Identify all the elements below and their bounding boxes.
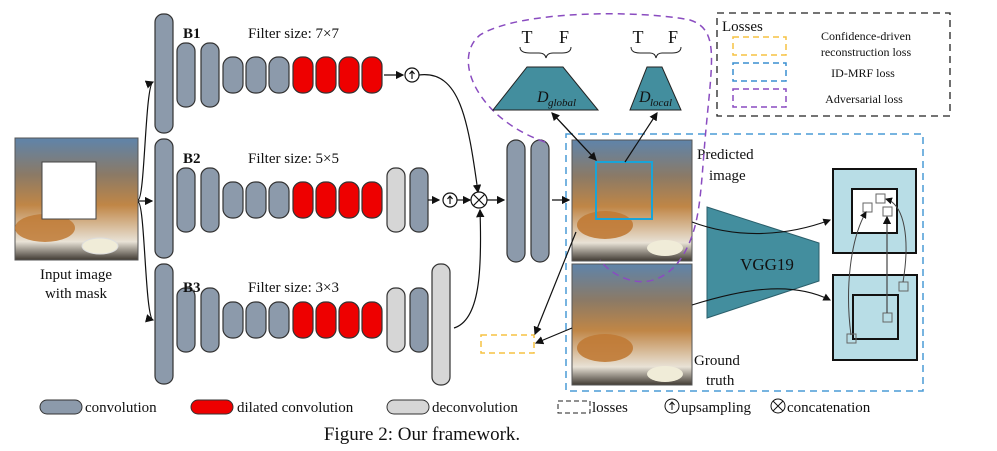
losses-title: Losses bbox=[722, 19, 763, 35]
output-conv-layer bbox=[530, 139, 550, 263]
entry-conv-layer bbox=[154, 13, 174, 134]
legend-dilated-label: dilated convolution bbox=[237, 400, 354, 416]
conv-layer bbox=[222, 181, 244, 219]
upsample-icon bbox=[404, 67, 420, 83]
conv-layer bbox=[176, 42, 196, 108]
predicted-label-1: Predicted bbox=[697, 147, 754, 163]
dilated-conv-layer bbox=[338, 301, 360, 339]
brace-global bbox=[519, 46, 572, 59]
conv-layer bbox=[245, 301, 267, 339]
adversarial-loss-region bbox=[467, 13, 713, 283]
conv-layer bbox=[176, 287, 196, 353]
input-label-2: with mask bbox=[45, 286, 108, 302]
local-discriminator bbox=[629, 66, 682, 111]
ground-truth-image bbox=[571, 263, 693, 386]
deconv-layer bbox=[386, 167, 406, 233]
d-global-false: F bbox=[559, 27, 569, 47]
conv-layer bbox=[200, 167, 220, 233]
arrow-input-b1 bbox=[137, 80, 155, 201]
d-global-symbol: D bbox=[536, 89, 549, 106]
dilated-conv-layer bbox=[361, 181, 383, 219]
legend-mrf-label: ID-MRF loss bbox=[831, 66, 895, 80]
d-local-false: F bbox=[668, 27, 678, 47]
conv-layer bbox=[409, 287, 429, 353]
conv-layer bbox=[245, 181, 267, 219]
vgg19-label: VGG19 bbox=[740, 255, 794, 274]
entry-conv-layer bbox=[154, 263, 174, 385]
filter-label-b3: Filter size: 3×3 bbox=[248, 280, 339, 296]
branch-label-b2: B2 bbox=[183, 151, 201, 167]
conv-layer bbox=[222, 301, 244, 339]
conv-layer bbox=[268, 181, 290, 219]
figure-caption: Figure 2: Our framework. bbox=[324, 424, 520, 445]
feature-map-predicted bbox=[832, 168, 917, 254]
concatenation-icon bbox=[470, 191, 488, 209]
conv-layer bbox=[200, 287, 220, 353]
dilated-conv-layer bbox=[361, 301, 383, 339]
d-local-subscript: local bbox=[650, 97, 672, 109]
mask-region bbox=[41, 161, 97, 220]
filter-label-b1: Filter size: 7×7 bbox=[248, 26, 339, 42]
bottom-legend: convolution dilated convolution deconvol… bbox=[39, 398, 871, 416]
branch-label-b3: B3 bbox=[183, 280, 201, 296]
output-conv-layer bbox=[506, 139, 526, 263]
predicted-label-2: image bbox=[709, 168, 746, 184]
upsample-icon bbox=[442, 192, 458, 208]
conv-layer bbox=[222, 56, 244, 94]
input-label-1: Input image bbox=[40, 267, 112, 283]
legend-recon-label-2: reconstruction loss bbox=[821, 45, 912, 59]
dilated-conv-layer bbox=[315, 181, 337, 219]
legend-recon-swatch bbox=[732, 36, 787, 56]
deconv-layer bbox=[386, 287, 406, 353]
filter-label-b2: Filter size: 5×5 bbox=[248, 151, 339, 167]
dilated-conv-layer bbox=[338, 181, 360, 219]
dilated-conv-layer bbox=[315, 301, 337, 339]
legend-conv-label: convolution bbox=[85, 400, 157, 416]
dilated-conv-layer bbox=[338, 56, 360, 94]
arrow-input-b3 bbox=[137, 201, 155, 323]
feature-map-ground-truth bbox=[832, 274, 918, 361]
id-mrf-loss-region bbox=[565, 133, 924, 392]
legend-concat-label: concatenation bbox=[787, 400, 871, 416]
input-image bbox=[14, 137, 139, 261]
legend-adv-label: Adversarial loss bbox=[825, 92, 903, 106]
legend-upsampling-label: upsampling bbox=[681, 400, 751, 416]
conv-layer bbox=[176, 167, 196, 233]
legend-losses-label: losses bbox=[592, 400, 628, 416]
conv-layer bbox=[268, 301, 290, 339]
dilated-conv-layer bbox=[315, 56, 337, 94]
local-patch-box bbox=[595, 161, 653, 220]
conv-layer bbox=[245, 56, 267, 94]
global-discriminator bbox=[491, 66, 600, 111]
d-local-true: T bbox=[633, 27, 644, 47]
dilated-conv-layer bbox=[292, 301, 314, 339]
legend-mrf-swatch bbox=[732, 62, 787, 82]
entry-conv-layer bbox=[154, 138, 174, 259]
d-global-subscript: global bbox=[548, 97, 576, 109]
conv-layer bbox=[200, 42, 220, 108]
conv-layer bbox=[268, 56, 290, 94]
dilated-conv-layer bbox=[292, 181, 314, 219]
dilated-conv-layer bbox=[361, 56, 383, 94]
ground-truth-label-1: Ground bbox=[694, 353, 740, 369]
dilated-conv-layer bbox=[292, 56, 314, 94]
branch-label-b1: B1 bbox=[183, 26, 201, 42]
d-global-true: T bbox=[522, 27, 533, 47]
ground-truth-label-2: truth bbox=[706, 373, 735, 389]
d-local-symbol: D bbox=[638, 89, 651, 106]
predicted-image bbox=[571, 139, 693, 262]
vgg19-network bbox=[706, 206, 820, 319]
conv-layer bbox=[409, 167, 429, 233]
reconstruction-loss-box bbox=[480, 334, 535, 354]
brace-local bbox=[630, 46, 682, 59]
legend-adv-swatch bbox=[732, 88, 787, 108]
deconv-layer bbox=[431, 263, 451, 386]
legend-deconv-label: deconvolution bbox=[432, 400, 518, 416]
arrow-to-d-local bbox=[624, 111, 658, 163]
legend-recon-label-1: Confidence-driven bbox=[821, 29, 911, 43]
